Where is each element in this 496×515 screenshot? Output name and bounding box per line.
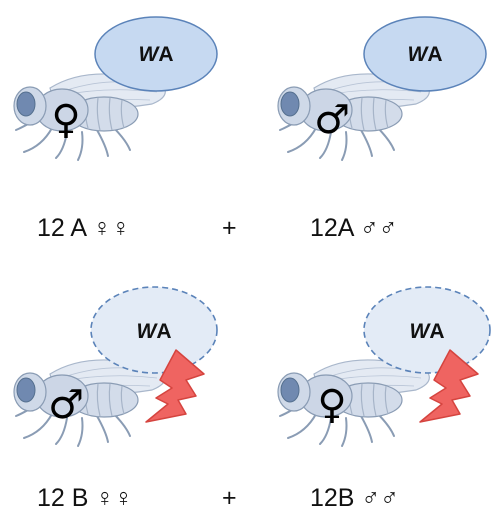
label-12b-females: 12 B ♀♀ [37,484,133,512]
label-12a-females: 12 A ♀♀ [37,214,131,242]
fly-female-12b [277,358,431,447]
lightning-icon [419,349,479,423]
svg-text:WA: WA [408,43,443,66]
male-symbol: ♂ [314,97,350,143]
female-symbol: ♀ [317,382,346,428]
wa-bubble-4-dashed: WA [363,286,491,374]
svg-text:WA: WA [137,320,172,343]
wa-bubble-1: WA [94,16,218,92]
label-12b-males: 12B ♂♂ [310,484,399,512]
male-symbol: ♂ [48,382,84,428]
wa-bubble-2: WA [363,16,487,92]
svg-text:WA: WA [139,43,174,66]
lightning-icon [145,349,205,423]
svg-text:WA: WA [410,320,445,343]
label-12a-males: 12A ♂♂ [310,214,398,242]
female-symbol: ♀ [51,97,80,143]
plus-sign: + [222,214,237,242]
wa-bubble-3-dashed: WA [90,286,218,374]
plus-sign: + [222,484,237,512]
